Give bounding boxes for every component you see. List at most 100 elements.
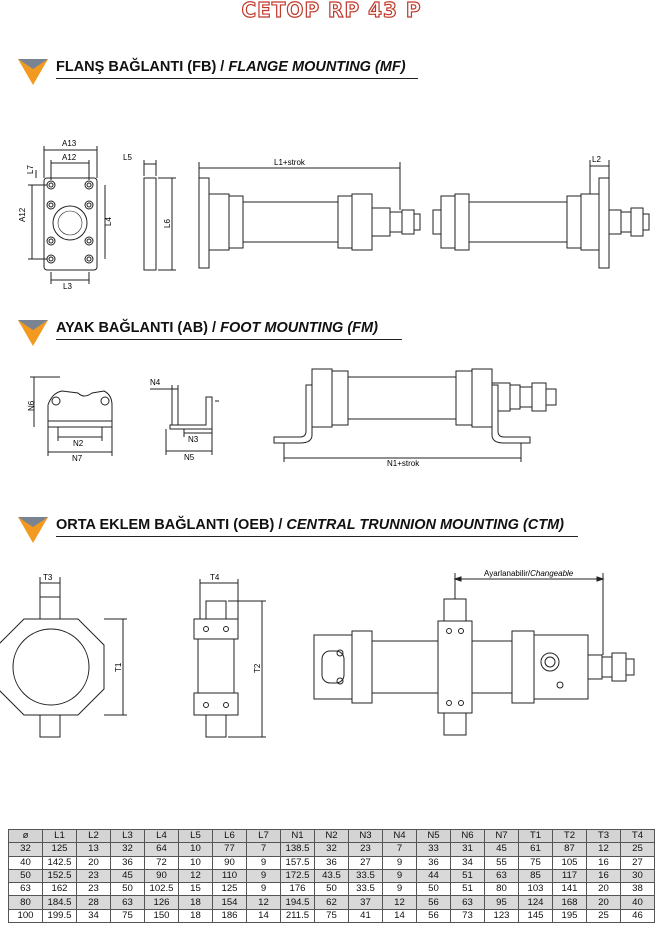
dim-adjustable: Ayarlanabilir/Changeable (484, 569, 574, 578)
table-cell: 145 (518, 908, 553, 924)
table-cell: 36 (110, 855, 145, 870)
table-cell: 14 (382, 908, 417, 924)
table-cell: 32 (110, 842, 145, 857)
table-cell: 16 (586, 855, 621, 870)
table-cell: 64 (144, 842, 179, 857)
table-cell: 125 (212, 882, 247, 897)
table-cell: 41 (348, 908, 383, 924)
table-cell: 80 (484, 882, 519, 897)
table-header-cell: L6 (212, 828, 247, 844)
dim-adjustable-tr: Ayarlanabilir/ (484, 569, 531, 578)
table-cell: 195 (552, 908, 587, 924)
table-cell: 103 (518, 882, 553, 897)
section-title-tr: FLANŞ BAĞLANTI (FB) (56, 59, 217, 75)
table-cell: 184.5 (42, 895, 77, 910)
table-cell: 126 (144, 895, 179, 910)
table-cell: 43.5 (314, 868, 349, 884)
table-cell: 23 (76, 882, 111, 897)
table-cell: 50 (314, 882, 349, 897)
table-cell: 194.5 (280, 895, 315, 910)
table-cell: 63 (110, 895, 145, 910)
dim-l2: L2 (592, 155, 601, 164)
table-cell: 12 (246, 895, 281, 910)
dim-n1-strok: N1+strok (387, 459, 420, 468)
table-header-cell: L4 (144, 828, 179, 844)
table-cell: 45 (110, 868, 145, 884)
table-cell: 211.5 (280, 908, 315, 924)
table-cell: 142.5 (42, 855, 77, 870)
table-cell: 9 (382, 868, 417, 884)
table-header-cell: N6 (450, 828, 485, 844)
dim-n5: N5 (184, 453, 195, 462)
table-cell: 150 (144, 908, 179, 924)
table-cell: 32 (314, 842, 349, 857)
dim-n2: N2 (73, 439, 84, 448)
table-header-cell: L2 (76, 828, 111, 844)
flange-mounting-drawing: A13 A12 A12 L7 L4 L3 L5 L6 L1+strok L2 (18, 139, 650, 290)
table-cell: 51 (450, 868, 485, 884)
table-cell: 16 (586, 868, 621, 884)
table-cell: 63 (450, 895, 485, 910)
dim-n3: N3 (188, 435, 199, 444)
section-title-tr: ORTA EKLEM BAĞLANTI (OEB) (56, 517, 275, 533)
table-cell: 33 (416, 842, 451, 857)
table-cell: 124 (518, 895, 553, 910)
table-cell: 9 (246, 882, 281, 897)
table-cell: 102.5 (144, 882, 179, 897)
table-cell: 40 (8, 855, 43, 870)
table-cell: 125 (42, 842, 77, 857)
table-cell: 72 (144, 855, 179, 870)
table-cell: 30 (620, 868, 655, 884)
table-cell: 105 (552, 855, 587, 870)
dim-a13: A13 (62, 139, 77, 148)
section-underline (56, 78, 418, 79)
table-cell: 13 (76, 842, 111, 857)
table-cell: 186 (212, 908, 247, 924)
table-cell: 9 (382, 855, 417, 870)
table-cell: 32 (8, 842, 43, 857)
table-cell: 56 (416, 895, 451, 910)
table-cell: 25 (620, 842, 655, 857)
section-title-en: CENTRAL TRUNNION MOUNTING (CTM) (286, 517, 565, 533)
table-cell: 20 (76, 855, 111, 870)
table-cell: 87 (552, 842, 587, 857)
table-cell: 12 (382, 895, 417, 910)
section-title-en: FOOT MOUNTING (FM) (220, 320, 378, 336)
dim-a12-vertical: A12 (18, 207, 27, 222)
foot-mounting-drawing: N6 N2 N7 N4 N3 N5 N1+strok (27, 368, 557, 468)
table-cell: 80 (8, 895, 43, 910)
table-cell: 23 (348, 842, 383, 857)
table-header-cell: L3 (110, 828, 145, 844)
table-cell: 56 (416, 908, 451, 924)
dim-l4: L4 (104, 217, 113, 226)
table-cell: 28 (76, 895, 111, 910)
table-cell: 51 (450, 882, 485, 897)
table-header-cell: N2 (314, 828, 349, 844)
dim-adjustable-en: Changeable (530, 569, 574, 578)
table-cell: 44 (416, 868, 451, 884)
section-header-flange: FLANŞ BAĞLANTI (FB) / FLANGE MOUNTING (M… (18, 52, 658, 92)
table-cell: 25 (586, 908, 621, 924)
dim-l6: L6 (163, 219, 172, 228)
table-cell: 37 (348, 895, 383, 910)
table-cell: 45 (484, 842, 519, 857)
table-header-cell: ø (8, 828, 43, 844)
dim-t4: T4 (210, 573, 220, 582)
table-cell: 138.5 (280, 842, 315, 857)
table-cell: 63 (484, 868, 519, 884)
table-cell: 154 (212, 895, 247, 910)
table-cell: 63 (8, 882, 43, 897)
table-cell: 40 (620, 895, 655, 910)
dim-a12: A12 (62, 153, 77, 162)
table-header-cell: L7 (246, 828, 281, 844)
section-underline (56, 536, 578, 537)
table-header-cell: T2 (552, 828, 587, 844)
table-cell: 50 (110, 882, 145, 897)
table-cell: 10 (178, 842, 213, 857)
triangle-marker-icon (18, 59, 48, 85)
table-cell: 34 (450, 855, 485, 870)
dim-t2: T2 (253, 663, 262, 673)
